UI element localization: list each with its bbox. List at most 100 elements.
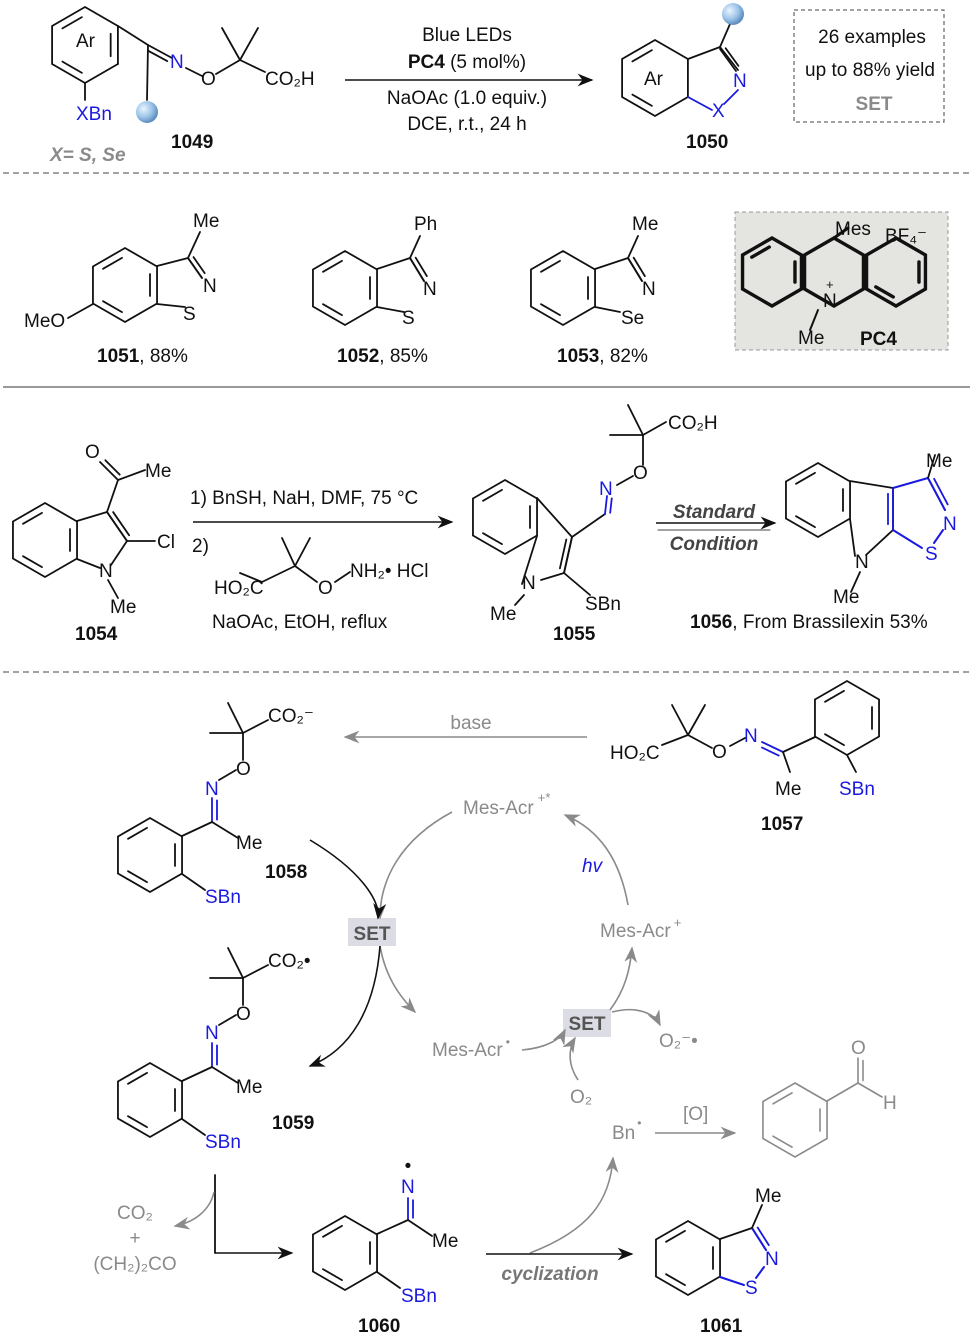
bond <box>563 536 573 574</box>
bond <box>687 704 706 736</box>
compound-id: 1050 <box>686 132 728 153</box>
acid-group: CO₂H <box>265 69 315 90</box>
bond <box>185 67 203 77</box>
bond <box>772 1135 793 1148</box>
cyclization-label: cyclization <box>501 1264 598 1285</box>
atom-h: H <box>883 1093 897 1114</box>
atom-n: N <box>642 279 656 300</box>
benzene-ring <box>312 1214 378 1292</box>
bond <box>687 96 713 111</box>
condition-label: Condition <box>670 534 759 555</box>
bond <box>482 488 503 502</box>
bond <box>824 689 845 703</box>
x-definition: X= S, Se <box>49 145 126 166</box>
bond <box>376 1219 409 1235</box>
bond <box>719 48 737 72</box>
bond <box>832 226 850 240</box>
set-arrow <box>308 945 381 1067</box>
atom-x: X <box>712 101 725 122</box>
bond <box>414 256 428 278</box>
benzene-ring <box>12 501 78 579</box>
substituent: Ph <box>414 214 437 235</box>
compound-id: 1059 <box>272 1113 314 1134</box>
compound-id: 1054 <box>75 624 118 645</box>
bond <box>559 538 568 570</box>
bond <box>594 306 621 313</box>
atom-n: N <box>733 71 747 92</box>
methyl: Me <box>775 779 801 800</box>
atom-o: O <box>236 1004 251 1025</box>
methyl: Me <box>236 833 262 854</box>
atom-o: O <box>712 742 727 763</box>
bond <box>756 1226 770 1247</box>
bond <box>127 826 148 840</box>
n-methyl: Me <box>833 587 859 608</box>
bond <box>846 754 857 773</box>
sbn-group: SBn <box>205 887 241 908</box>
bond <box>127 1115 148 1129</box>
oxidant-label: [O] <box>683 1104 708 1125</box>
bond <box>750 245 771 259</box>
bond <box>322 303 343 317</box>
n-methyl: Me <box>110 597 136 618</box>
benzene-ring <box>117 1061 183 1139</box>
bond <box>865 529 894 556</box>
bond <box>211 821 239 839</box>
bond <box>782 736 816 753</box>
atom-n: N <box>823 291 837 312</box>
bond <box>627 404 644 436</box>
bond <box>719 46 739 71</box>
oxygen: O₂ <box>570 1087 592 1108</box>
bond <box>616 475 634 486</box>
benzene-ring <box>802 236 866 308</box>
benzene-ring <box>117 816 183 894</box>
step-1: 1) BnSH, NaH, DMF, 75 °C <box>190 488 418 509</box>
carboxyl-radical: CO₂• <box>268 951 311 972</box>
bond <box>261 565 296 583</box>
bond <box>751 1227 767 1251</box>
bond <box>215 59 241 75</box>
benzene-ring <box>740 236 804 308</box>
bond <box>719 23 731 48</box>
atom-n: N <box>205 1023 219 1044</box>
bond <box>755 1266 765 1279</box>
benzene-ring <box>472 478 538 556</box>
bond <box>631 49 653 63</box>
substituent: Me <box>193 211 219 232</box>
benzene-ring <box>814 679 880 757</box>
bond <box>181 873 206 891</box>
atom-n: N <box>203 276 217 297</box>
compound-id: 1055 <box>553 624 596 645</box>
bond <box>761 741 784 753</box>
bond <box>723 89 739 105</box>
bond <box>927 477 946 511</box>
bond <box>536 497 573 538</box>
step-2: 2) <box>192 536 209 557</box>
atom-n: N <box>205 779 219 800</box>
step-2-conditions: NaOAc, EtOH, reflux <box>212 612 388 633</box>
catalyst-name: PC4 <box>860 329 897 350</box>
bond <box>211 1066 239 1084</box>
methyl: Me <box>236 1077 262 1098</box>
bond <box>376 306 405 313</box>
compound-id: 1060 <box>358 1316 400 1336</box>
bond <box>407 1219 433 1237</box>
cycle-arrow <box>521 1028 566 1051</box>
bond <box>110 540 128 566</box>
bond <box>892 529 923 549</box>
substituent: Me <box>632 214 658 235</box>
bond <box>187 231 201 259</box>
bond <box>892 477 929 489</box>
radical-dot: • <box>405 1156 412 1177</box>
set-label: SET <box>354 924 391 945</box>
cycle-arrow <box>373 811 453 920</box>
bond <box>665 1229 686 1243</box>
bond <box>117 469 146 481</box>
set-box <box>348 918 396 946</box>
bond <box>719 1227 753 1240</box>
summary-text: up to 88% yield <box>805 60 935 81</box>
substituent-ball <box>136 101 158 123</box>
condition-line: Blue LEDs <box>422 25 512 46</box>
acid-group: CO₂H <box>668 413 718 434</box>
bond <box>147 44 173 59</box>
